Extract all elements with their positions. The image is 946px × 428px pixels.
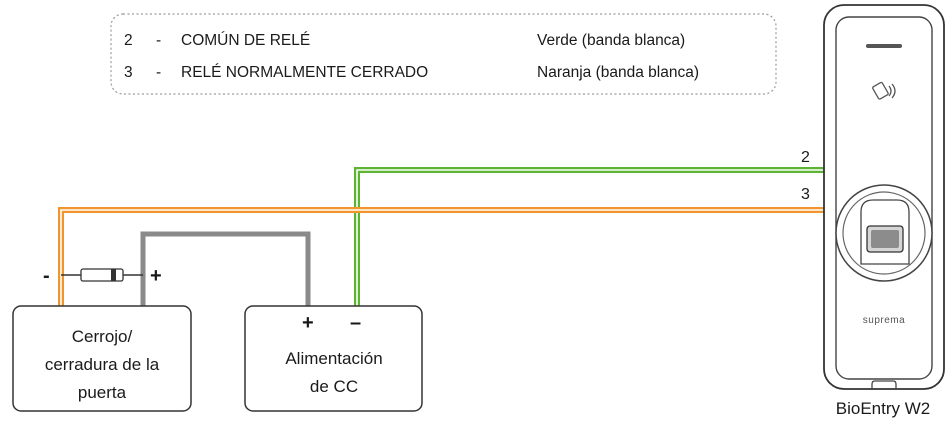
legend-row-3-color: Naranja (banda blanca) (537, 64, 699, 81)
power-minus-label: – (350, 312, 361, 334)
device-brand: suprema (863, 315, 905, 326)
legend-row-3: 3 - RELÉ NORMALMENTE CERRADO Naranja (ba… (124, 64, 699, 81)
legend-row-2-number: 2 (124, 32, 133, 49)
lock-box-line-2: cerradura de la (45, 355, 160, 374)
bioentry-device: suprema (823, 4, 945, 390)
legend-row-3-signal: RELÉ NORMALMENTE CERRADO (181, 64, 428, 81)
legend-row-2: 2 - COMÚN DE RELÉ Verde (banda blanca) (124, 32, 685, 49)
legend-row-3-number: 3 (124, 64, 133, 81)
wire-label-3: 3 (801, 186, 810, 203)
power-box: + – Alimentación de CC (244, 305, 423, 412)
diode-plus-label: + (150, 265, 162, 287)
diode-minus-label: - (43, 265, 50, 287)
diode: - + (43, 265, 162, 287)
power-box-line-2: de CC (310, 377, 358, 396)
rfid-card-icon (872, 81, 896, 100)
legend-row-2-color: Verde (banda blanca) (537, 32, 685, 49)
power-plus-label: + (302, 312, 314, 334)
lock-box-line-3: puerta (78, 383, 127, 402)
lock-box-line-1: Cerrojo/ (72, 327, 133, 346)
legend-row-2-signal: COMÚN DE RELÉ (181, 32, 310, 49)
gray-wire (140, 231, 311, 306)
green-wire (354, 167, 836, 308)
device-caption: BioEntry W2 (836, 399, 930, 418)
fingerprint-sensor (835, 184, 933, 282)
lock-box: Cerrojo/ cerradura de la puerta (12, 305, 192, 412)
legend-row-2-dash: - (156, 32, 161, 49)
legend-row-3-dash: - (156, 64, 161, 81)
legend-box: 2 - COMÚN DE RELÉ Verde (banda blanca) 3… (110, 13, 777, 95)
orange-wire (58, 207, 836, 306)
wire-label-2: 2 (801, 149, 810, 166)
power-box-line-1: Alimentación (285, 349, 382, 368)
